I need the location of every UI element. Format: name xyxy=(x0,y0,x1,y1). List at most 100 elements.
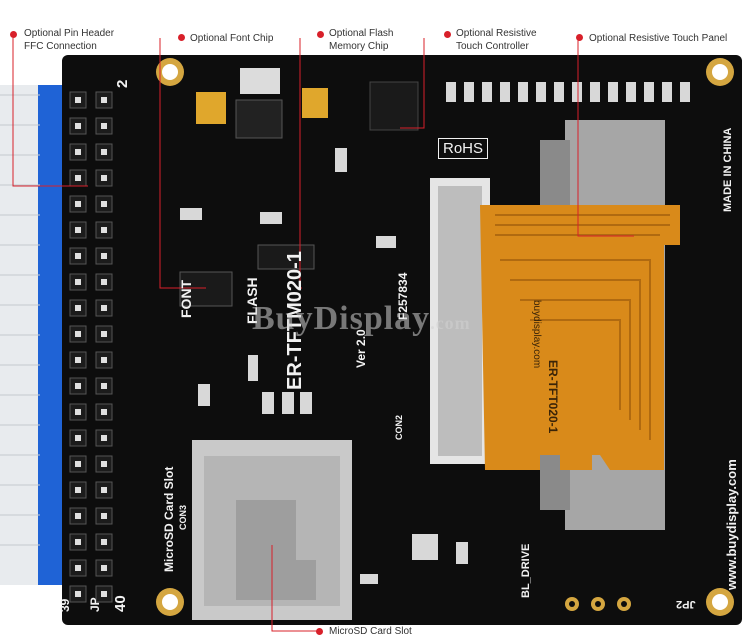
microsd-spring xyxy=(236,500,316,600)
regulator-u3 xyxy=(240,68,280,94)
resistor xyxy=(482,82,492,102)
resistor xyxy=(518,82,528,102)
watermark-brand-text: BuyDisplay xyxy=(252,300,431,337)
pin-header-callout-line1: Optional Pin Header xyxy=(24,28,115,39)
pin-40-label: 40 xyxy=(112,595,129,612)
callout-lines xyxy=(12,38,634,632)
resistor xyxy=(680,82,690,102)
touch-controller-chip xyxy=(369,81,419,131)
header-pin-tip xyxy=(101,591,107,597)
header-pin-tip xyxy=(101,539,107,545)
header-pin-tip xyxy=(75,539,81,545)
header-pin-tip xyxy=(75,331,81,337)
header-pin-tip xyxy=(75,357,81,363)
resistor xyxy=(626,82,636,102)
header-pin-tip xyxy=(101,97,107,103)
ribbon-blue-stripe xyxy=(38,85,64,585)
touch-panel-dot xyxy=(576,34,583,41)
jp2-pads xyxy=(565,597,631,611)
pin-header-callout-line2: FFC Connection xyxy=(24,41,97,52)
resistor xyxy=(554,82,564,102)
resistor-row xyxy=(446,82,690,102)
header-pin-tip xyxy=(101,513,107,519)
watermark-suffix: .com xyxy=(430,313,471,333)
ribbon-lines xyxy=(0,94,40,546)
header-pin-tip xyxy=(101,149,107,155)
pin-2-label: 2 xyxy=(114,79,131,88)
header-pin-tip xyxy=(101,175,107,181)
resistor xyxy=(590,82,600,102)
font-chip-dot xyxy=(178,34,185,41)
con3-label: CON3 xyxy=(178,504,188,530)
flash-chip-callout-line1: Optional Flash xyxy=(329,28,394,39)
touch-panel-callout: Optional Resistive Touch Panel xyxy=(589,33,728,44)
header-pin-tip xyxy=(101,201,107,207)
header-pin-tip xyxy=(101,227,107,233)
sd-slot-dot xyxy=(316,628,323,635)
resistor xyxy=(500,82,510,102)
capacitor-c5 xyxy=(196,92,226,124)
regulator-body xyxy=(235,99,283,139)
header-pin-tip xyxy=(75,435,81,441)
rohs-label: RoHS xyxy=(438,138,489,159)
header-pin-tip xyxy=(101,357,107,363)
flex-model-label: ER-TFT020-1 xyxy=(546,360,560,434)
pin-header-dot xyxy=(10,31,17,38)
flash-chip xyxy=(257,244,315,270)
bl-drive-label: BL_DRIVE xyxy=(520,543,532,598)
header-pin-tip xyxy=(75,409,81,415)
flash-chip-callout-line2: Memory Chip xyxy=(329,41,389,52)
flash-chip-callout: Optional Flash Memory Chip xyxy=(329,27,393,53)
touch-controller-callout: Optional Resistive Touch Controller xyxy=(456,27,537,53)
header-pin-tip xyxy=(75,201,81,207)
header-pin-tip xyxy=(101,461,107,467)
url-label: www.buydisplay.com xyxy=(724,459,739,590)
mounting-holes xyxy=(156,58,734,616)
capacitor-c6 xyxy=(302,88,328,118)
resistor xyxy=(644,82,654,102)
header-pin-tip xyxy=(101,123,107,129)
header-pin-tip xyxy=(75,227,81,233)
smd-components xyxy=(180,148,468,584)
header-pin-tip xyxy=(101,279,107,285)
flex-url-label: buydisplay.com xyxy=(531,300,542,369)
header-pin-tip xyxy=(75,123,81,129)
header-pin-tip xyxy=(75,175,81,181)
font-chip-callout: Optional Font Chip xyxy=(190,33,274,44)
watermark-brand: BuyDisplay.com xyxy=(252,300,471,338)
header-pin-tip xyxy=(101,435,107,441)
flex-traces xyxy=(495,214,670,440)
header-pin-tip xyxy=(75,461,81,467)
sd-slot-callout: MicroSD Card Slot xyxy=(329,626,412,637)
header-pin-tip xyxy=(101,383,107,389)
header-pin-tip xyxy=(75,565,81,571)
pin-header-callout: Optional Pin Header FFC Connection xyxy=(24,27,114,53)
header-pin-tip xyxy=(75,97,81,103)
touch-controller-callout-line2: Touch Controller xyxy=(456,41,529,52)
resistor xyxy=(608,82,618,102)
resistor xyxy=(446,82,456,102)
con2-label: CON2 xyxy=(394,414,404,440)
header-pin-tip xyxy=(75,305,81,311)
pin-39-label: 39 xyxy=(58,598,72,612)
header-pin-tip xyxy=(75,149,81,155)
header-pin-tip xyxy=(75,383,81,389)
resistor xyxy=(536,82,546,102)
pin-header xyxy=(69,91,113,603)
header-pin-tip xyxy=(101,565,107,571)
resistor xyxy=(572,82,582,102)
header-pin-tip xyxy=(101,487,107,493)
made-in-label: MADE IN CHINA xyxy=(722,127,734,212)
header-pin-tip xyxy=(75,591,81,597)
header-pin-tip xyxy=(101,305,107,311)
touch-controller-dot xyxy=(444,31,451,38)
card-slot-label: MicroSD Card Slot xyxy=(162,466,176,572)
font-chip xyxy=(179,271,233,307)
header-pin-tip xyxy=(75,253,81,259)
header-pin-tip xyxy=(101,331,107,337)
header-pin-tip xyxy=(75,513,81,519)
header-pin-tip xyxy=(75,279,81,285)
font-label: FONT xyxy=(178,279,194,318)
header-pin-tip xyxy=(75,487,81,493)
header-pin-tip xyxy=(101,253,107,259)
